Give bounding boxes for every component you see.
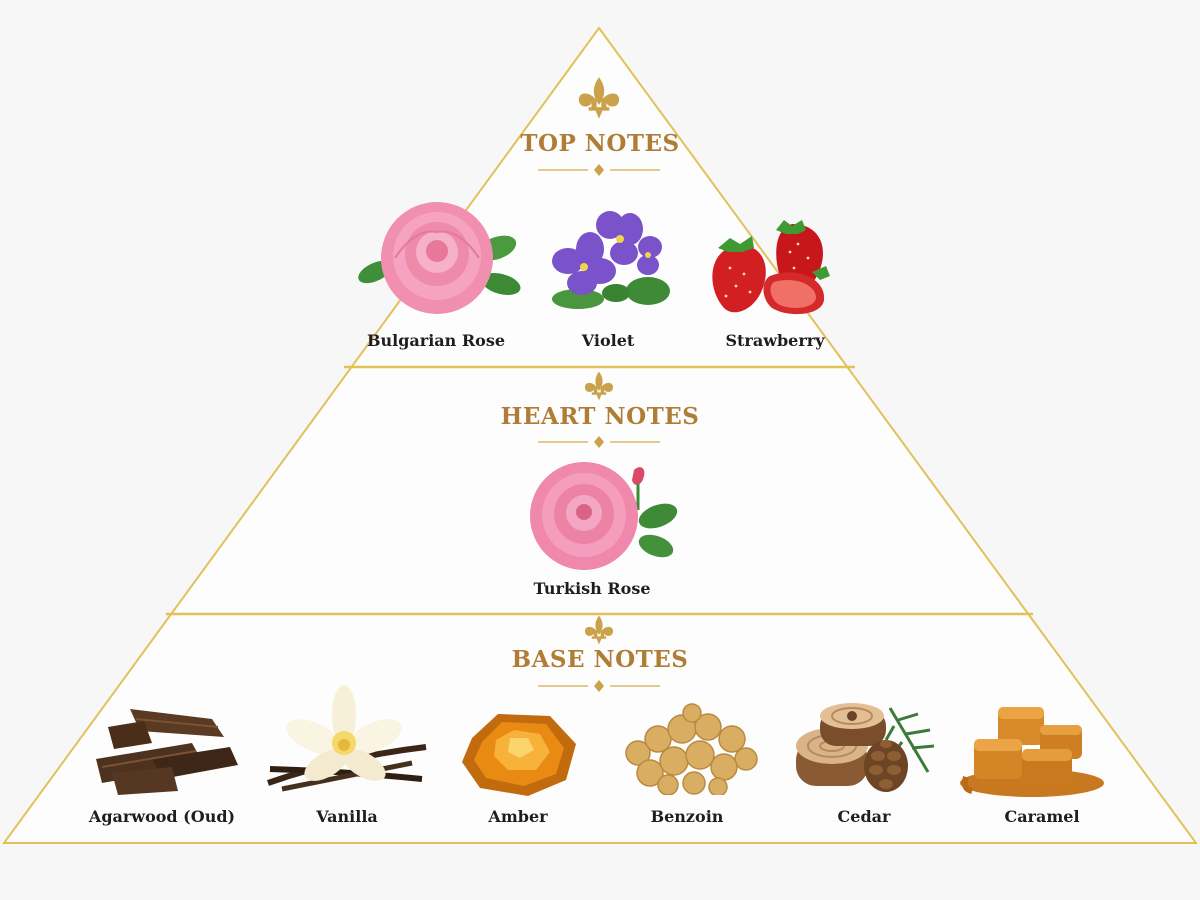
- rose-icon: [358, 202, 521, 314]
- violet-icon: [552, 211, 670, 309]
- amber-icon: [462, 714, 576, 796]
- note-label: Strawberry: [725, 331, 825, 350]
- base-notes-title: BASE NOTES: [511, 646, 689, 673]
- rose-icon: [530, 462, 678, 570]
- note-label: Cedar: [837, 807, 891, 826]
- strawberry-icon: [712, 220, 830, 315]
- agarwood-icon: [96, 709, 238, 795]
- note-label: Vanilla: [316, 807, 378, 826]
- note-label: Amber: [488, 807, 548, 826]
- heart-notes-title: HEART NOTES: [500, 403, 700, 430]
- note-label: Caramel: [1004, 807, 1080, 826]
- note-label: Benzoin: [650, 807, 724, 826]
- note-label: Turkish Rose: [533, 579, 651, 598]
- note-label: Agarwood (Oud): [88, 807, 236, 826]
- pyramid-triangle: [2, 26, 1198, 844]
- fleur-de-lis-icon: [584, 371, 614, 401]
- cedar-icon: [796, 703, 935, 792]
- fleur-de-lis-icon: [578, 77, 620, 119]
- title-separator: [538, 164, 660, 176]
- vanilla-icon: [267, 685, 427, 792]
- title-separator: [538, 680, 660, 692]
- note-label: Bulgarian Rose: [366, 331, 506, 350]
- title-separator: [538, 436, 660, 448]
- caramel-icon: [960, 707, 1104, 797]
- note-label: Violet: [581, 331, 635, 350]
- benzoin-icon: [625, 703, 758, 795]
- top-notes-title: TOP NOTES: [520, 130, 680, 157]
- fleur-de-lis-icon: [584, 615, 614, 645]
